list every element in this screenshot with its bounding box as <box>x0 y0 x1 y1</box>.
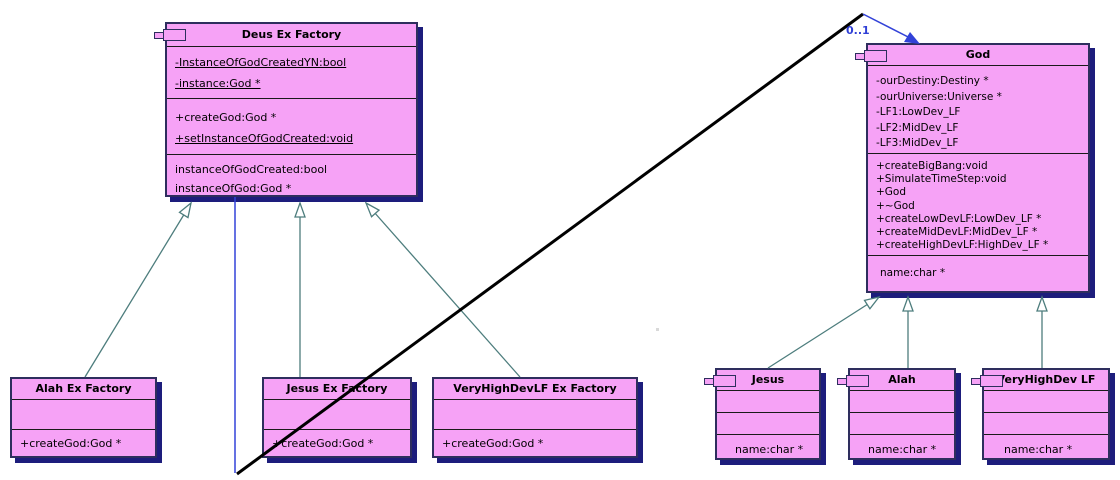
class-box-veryhighdev-lf[interactable]: VeryHighDev LF name:char * <box>971 368 1110 462</box>
class-box-alah-ex-factory[interactable]: Alah Ex Factory +createGod:God * <box>10 377 157 458</box>
operations-compartment <box>984 412 1108 434</box>
class-decoration-icon-body <box>980 375 1003 387</box>
attribute-row: -LF1:LowDev_LF <box>876 106 961 118</box>
attributes-compartment: -InstanceOfGodCreatedYN:bool -instance:G… <box>167 46 416 98</box>
class-decoration-icon <box>855 50 887 62</box>
operation-row: +createGod:God * <box>175 111 277 124</box>
operations-compartment <box>717 412 819 434</box>
class-decoration-icon <box>837 375 869 387</box>
operation-row: +createHighDevLF:HighDev_LF * <box>876 239 1049 252</box>
operation-row: +~God <box>876 199 915 212</box>
attribute-row: -ourDestiny:Destiny * <box>876 75 989 87</box>
class-title: Jesus Ex Factory <box>286 382 388 395</box>
operation-row: +createGod:God * <box>272 437 374 450</box>
operation-row: +createGod:God * <box>20 437 122 450</box>
generalization-alah-ex-to-deus <box>84 201 193 378</box>
attribute-row: -instance:God * <box>175 77 261 90</box>
generalization-jesus-to-god <box>767 295 881 369</box>
class-box-deus-ex-factory[interactable]: Deus Ex Factory -InstanceOfGodCreatedYN:… <box>154 22 418 199</box>
class-decoration-icon <box>971 375 1003 387</box>
class-decoration-icon <box>704 375 736 387</box>
properties-compartment: name:char * <box>850 434 954 462</box>
attribute-row: -ourUniverse:Universe * <box>876 90 1002 103</box>
class-title: VeryHighDevLF Ex Factory <box>453 382 617 395</box>
association-segment-to-god <box>862 13 917 42</box>
attributes-compartment <box>434 399 636 429</box>
attributes-compartment <box>12 399 155 429</box>
operation-row: +SimulateTimeStep:void <box>876 173 1007 186</box>
class-box-god[interactable]: God -ourDestiny:Destiny * -ourUniverse:U… <box>855 43 1090 295</box>
generalization-veryhighdevlf-ex-to-deus <box>364 201 521 378</box>
attribute-row: -InstanceOfGodCreatedYN:bool <box>175 56 347 69</box>
property-row: name:char * <box>1004 443 1073 456</box>
attributes-compartment <box>850 390 954 412</box>
operations-compartment: +createGod:God * <box>264 429 410 460</box>
class-box-veryhighdevlf-ex-factory[interactable]: VeryHighDevLF Ex Factory +createGod:God … <box>432 377 638 458</box>
properties-compartment: name:char * <box>717 434 819 462</box>
attribute-row: -LF3:MidDev_LF <box>876 137 959 149</box>
class-title: God <box>965 48 991 61</box>
class-decoration-icon-body <box>713 375 736 387</box>
property-row: instanceOfGodCreated:bool <box>175 163 328 176</box>
attribute-row: -LF2:MidDev_LF <box>876 121 959 134</box>
class-decoration-icon-body <box>864 50 887 62</box>
class-title: VeryHighDev LF <box>996 373 1096 386</box>
operations-compartment: +createGod:God * <box>12 429 155 460</box>
class-decoration-icon <box>154 29 186 41</box>
attributes-compartment <box>717 390 819 412</box>
properties-compartment: name:char * <box>868 255 1088 295</box>
operation-row: +createGod:God * <box>442 437 544 450</box>
operation-row: +createMidDevLF:MidDev_LF * <box>876 226 1038 239</box>
properties-compartment: name:char * <box>984 434 1108 462</box>
operations-compartment: +createGod:God * +setInstanceOfGodCreate… <box>167 98 416 154</box>
operations-compartment: +createGod:God * <box>434 429 636 460</box>
class-decoration-icon-body <box>163 29 186 41</box>
properties-compartment: instanceOfGodCreated:bool instanceOfGod:… <box>167 154 416 199</box>
attributes-compartment <box>264 399 410 429</box>
property-row: name:char * <box>880 267 946 279</box>
class-box-jesus-ex-factory[interactable]: Jesus Ex Factory +createGod:God * <box>262 377 412 458</box>
multiplicity-label: 0..1 <box>846 24 870 37</box>
class-title: Alah Ex Factory <box>35 382 132 395</box>
attributes-compartment: -ourDestiny:Destiny * -ourUniverse:Unive… <box>868 65 1088 153</box>
class-box-jesus[interactable]: Jesus name:char * <box>704 368 821 462</box>
class-title: Deus Ex Factory <box>241 28 342 41</box>
property-row: name:char * <box>868 443 937 456</box>
class-box-alah[interactable]: Alah name:char * <box>837 368 956 462</box>
artifact-dot <box>656 328 659 331</box>
class-decoration-icon-body <box>846 375 869 387</box>
operation-row: +God <box>876 186 907 199</box>
operation-row: +setInstanceOfGodCreated:void <box>175 132 354 145</box>
operation-row: +createBigBang:void <box>876 160 988 172</box>
class-title: Alah <box>888 373 916 386</box>
operations-compartment: +createBigBang:void +SimulateTimeStep:vo… <box>868 153 1088 255</box>
property-row: instanceOfGod:God * <box>175 182 292 195</box>
operation-row: +createLowDevLF:LowDev_LF * <box>876 212 1042 225</box>
attributes-compartment <box>984 390 1108 412</box>
operations-compartment <box>850 412 954 434</box>
property-row: name:char * <box>735 443 804 456</box>
